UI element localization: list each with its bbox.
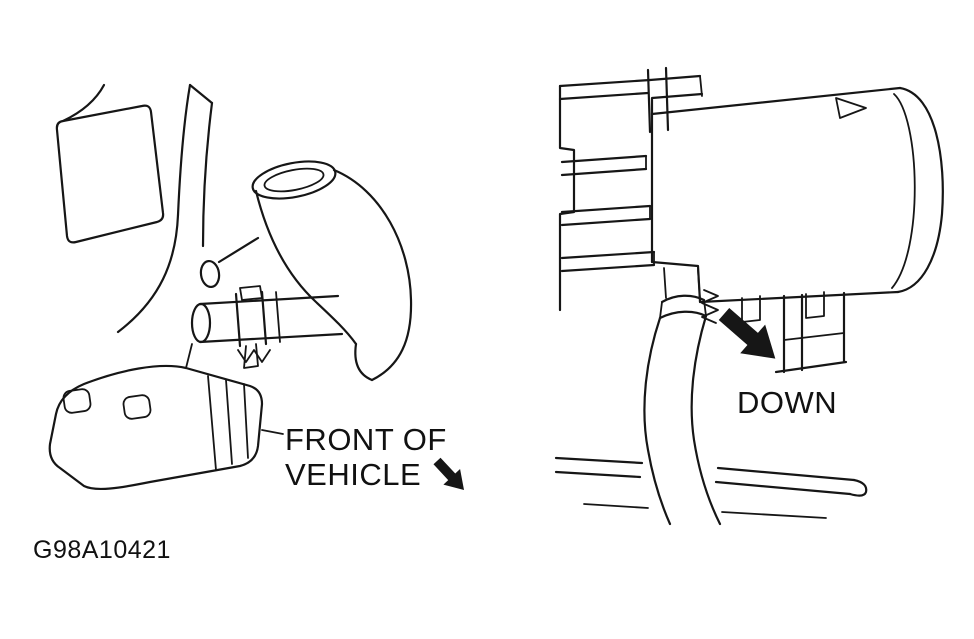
front-of-vehicle-arrow-icon: [433, 457, 465, 490]
hose-clamp-right: [658, 267, 719, 324]
canister-bracket: [774, 291, 848, 374]
drain-hose: [643, 314, 722, 526]
figure-id: G98A10421: [33, 536, 171, 564]
leader-line: [261, 429, 284, 435]
left-view: [48, 83, 465, 491]
engine-top-lines: [558, 66, 703, 134]
mounting-bracket: [48, 364, 284, 491]
lower-crossmember: [554, 456, 868, 519]
down-arrow-icon: [718, 307, 776, 359]
radiator-hose: [251, 160, 413, 382]
right-view: [554, 66, 944, 526]
hose-clamp-left: [234, 285, 281, 369]
canister-component: [650, 86, 944, 323]
front-of-vehicle-label-line1: FRONT OF: [285, 422, 447, 457]
vehicle-body-lines: [61, 83, 260, 334]
vehicle-window-outline: [55, 104, 165, 244]
engine-block-edge: [558, 84, 656, 312]
down-label: DOWN: [737, 385, 838, 420]
coolant-pipe: [185, 294, 344, 369]
triangle-mark: [835, 97, 867, 119]
front-of-vehicle-label-line2: VEHICLE: [285, 457, 422, 492]
